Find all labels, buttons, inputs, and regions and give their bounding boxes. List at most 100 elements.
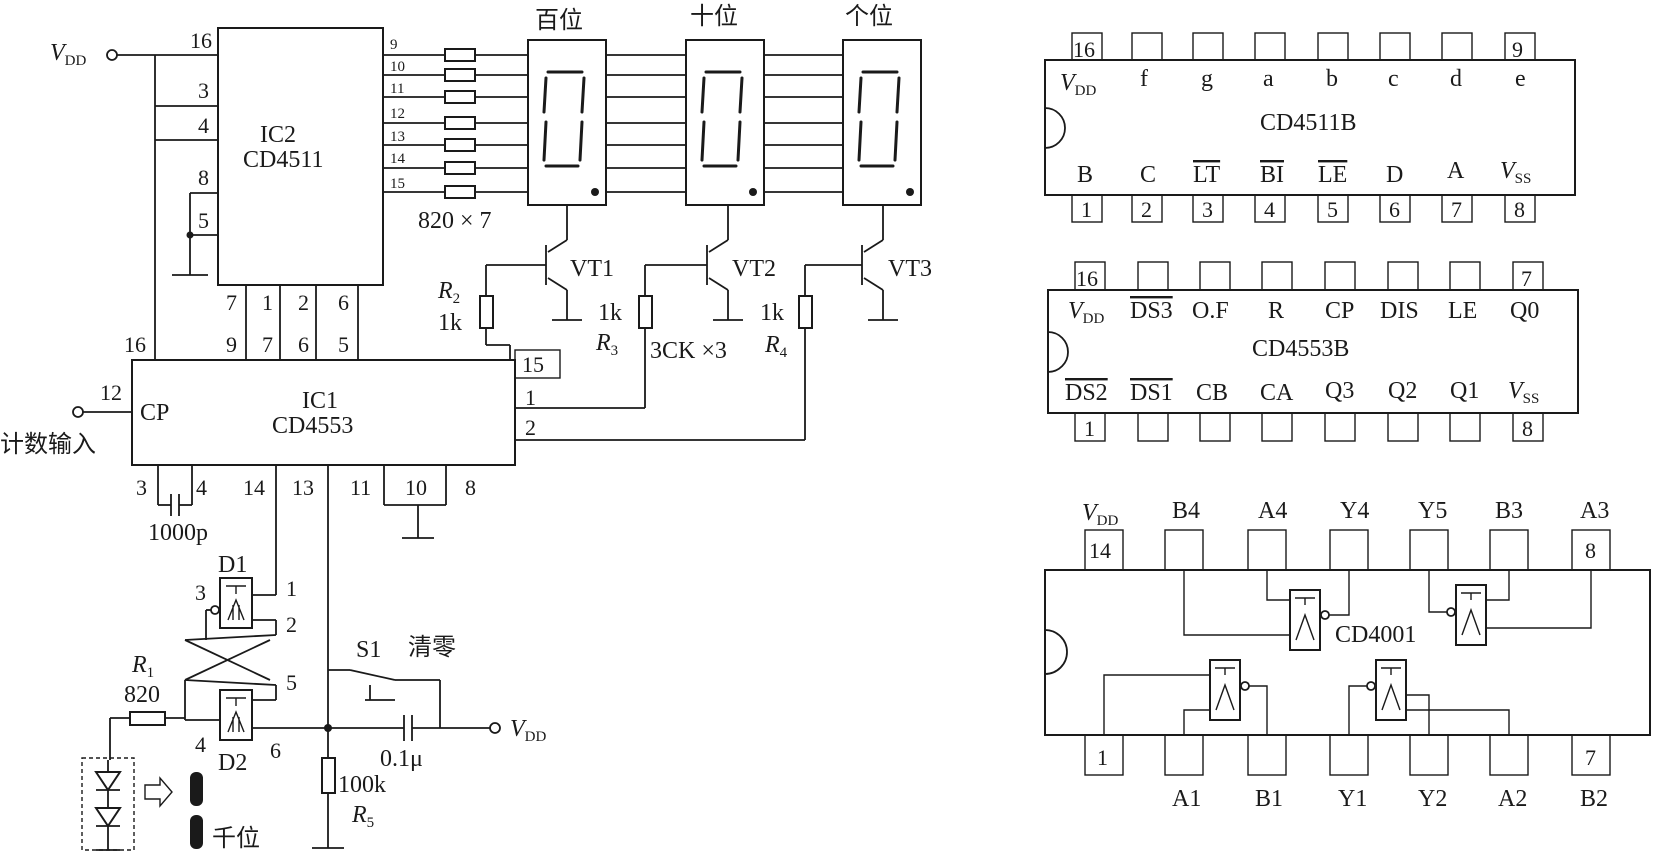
vt1-label: VT1 (570, 256, 614, 282)
cd4511b-c: c (1388, 66, 1399, 92)
d1-label: D1 (218, 552, 247, 578)
ic2-pin-16: 16 (190, 28, 212, 53)
cd4511b-top-pins (1071, 32, 1536, 61)
cd4001-vdd-sub: DD (1097, 513, 1119, 529)
gate-d2: 5 4 6 D2 (195, 670, 297, 776)
ic2-pin-8: 8 (198, 165, 209, 190)
cd4001-vdd: VDD (1082, 500, 1119, 529)
cd4001-pin-7: 7 (1585, 745, 1596, 770)
transistor-vt3: VT3 (805, 205, 932, 321)
ic2-pin-15: 15 (390, 176, 405, 192)
cd4553b-cp: CP (1325, 298, 1354, 324)
cd4553b-ds2: DS2 (1065, 380, 1108, 406)
ic2-pin-9: 9 (390, 37, 398, 53)
d1-pin-1: 1 (286, 576, 297, 601)
r3-sub: 3 (611, 343, 619, 359)
cd4001-a2: A2 (1498, 786, 1527, 812)
cd4001-gates (1103, 570, 1592, 735)
vdd-label-bottom: VDD (510, 716, 547, 745)
cd4511b-vdd: VDD (1060, 70, 1097, 99)
cd4511b-pin-2: 2 (1141, 197, 1152, 222)
cd4553b-of: O.F (1192, 298, 1229, 324)
ic2-bottom-pin-6: 6 (338, 290, 349, 315)
d1-pin-3: 3 (195, 580, 206, 605)
cd4001-y2: Y2 (1418, 786, 1447, 812)
cd4553b-le: LE (1448, 298, 1477, 324)
cd4553b-pin-7: 7 (1521, 266, 1532, 291)
r3-name: R3 (595, 330, 618, 359)
cd4511b-pin-4: 4 (1264, 197, 1275, 222)
cd4001-pin-1: 1 (1097, 745, 1108, 770)
vdd-label-top: VDD (50, 40, 87, 69)
transistor-vt2: VT2 (645, 205, 776, 321)
cd4511b-g: g (1201, 66, 1213, 92)
ic1-name: IC1 (302, 388, 338, 414)
cd4511b-pin-7: 7 (1451, 197, 1462, 222)
resistor-r1: R1 820 (109, 652, 185, 760)
cd4511b-D: D (1386, 162, 1403, 188)
vt3-label: VT3 (888, 256, 932, 282)
cd4511b-pin-1: 1 (1081, 197, 1092, 222)
cd4553b-vdd-sub: DD (1083, 311, 1105, 327)
ic1-pin-16: 16 (124, 332, 146, 357)
cd4001-y5: Y5 (1418, 498, 1447, 524)
switch-s1: S1 清零 (328, 633, 456, 728)
cap1-label: 1000p (148, 520, 208, 546)
r4-value: 1k (760, 300, 784, 326)
ic1-pin-3: 3 (136, 475, 147, 500)
cd4511b-a: a (1263, 66, 1274, 92)
left-circuit: VDD 16 3 4 8 5 IC2 CD4511 9 (0, 2, 932, 852)
vdd-terminal-top (106, 49, 118, 61)
display-units-label: 个位 (845, 2, 893, 30)
cap2-label: 0.1μ (380, 746, 423, 772)
cd4511b-vss-sub: SS (1515, 171, 1532, 187)
thousands-digit: 千位 (190, 772, 260, 852)
cd4511b-vdd-sub: DD (1075, 83, 1097, 99)
cd4511b-pin-5: 5 (1327, 197, 1338, 222)
ic1-pin-7: 7 (262, 332, 273, 357)
d2-pin-6: 6 (270, 738, 281, 763)
ic2-ic1-links (245, 285, 359, 360)
ic1-pin-11: 11 (350, 475, 371, 500)
r1-sub: 1 (147, 665, 155, 681)
cd4553b-pin-16: 16 (1076, 266, 1098, 291)
ic1-pin-15: 15 (522, 352, 544, 377)
thousands-label: 千位 (212, 824, 260, 852)
resistor-array-label: 820 × 7 (418, 208, 492, 234)
vdd-sub-bottom: DD (525, 729, 547, 745)
cd4001-b3: B3 (1495, 498, 1523, 524)
count-input-label: 计数输入 (0, 430, 96, 458)
cd4511b-LE: LE (1318, 162, 1347, 188)
ic2-pin-11: 11 (390, 81, 404, 97)
ic2-pin-5: 5 (198, 208, 209, 233)
resistor-array (444, 48, 476, 199)
transistor-vt1: VT1 (486, 205, 614, 321)
resistor-r2: R2 1k (437, 265, 510, 346)
ic1-pin-6: 6 (298, 332, 309, 357)
cd4553b-q2: Q2 (1388, 378, 1417, 404)
ic1-pin-15-box (514, 349, 561, 379)
cd4511b-part: CD4511B (1260, 110, 1356, 136)
display-hundreds: 百位 (527, 6, 607, 206)
cd4553b-dis: DIS (1380, 298, 1419, 324)
cd4511b-pin-6: 6 (1389, 197, 1400, 222)
resistor-r5: 100k R5 (312, 757, 386, 849)
ic2-bottom-pin-2: 2 (298, 290, 309, 315)
display-units: 个位 (842, 2, 922, 206)
cd4001-b2: B2 (1580, 786, 1608, 812)
r5-value: 100k (338, 772, 386, 798)
cd4001-pin-14: 14 (1089, 538, 1111, 563)
cd4001-bottom-pins (1084, 734, 1611, 776)
cd4553b-q1: Q1 (1450, 378, 1479, 404)
cd4001-b4: B4 (1172, 498, 1200, 524)
cd4553b-part: CD4553B (1252, 336, 1349, 362)
cd4553b-pin-1: 1 (1084, 416, 1095, 441)
light-arrow-icon (144, 776, 173, 808)
cd4553b-ds1: DS1 (1130, 380, 1173, 406)
cd4553b-vss-sub: SS (1523, 391, 1540, 407)
cd4553b-bottom-pins (1074, 412, 1544, 442)
cd4553b-top-pins (1074, 261, 1544, 291)
d2-label: D2 (218, 750, 247, 776)
resistor-r3: 1k R3 (515, 265, 653, 409)
